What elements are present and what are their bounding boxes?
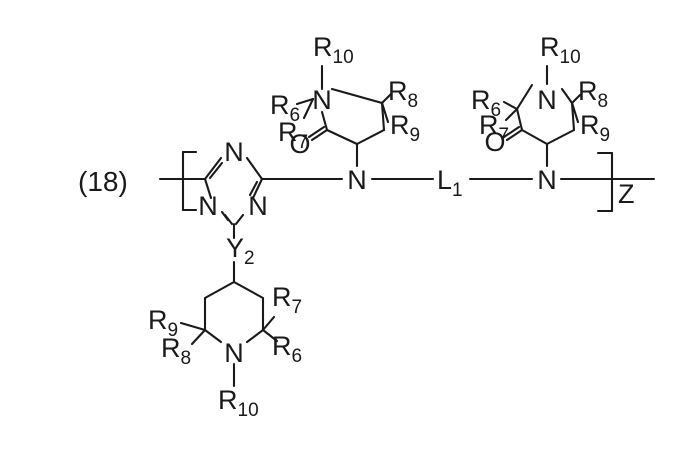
substituent-labels: R10 R6 R7 R8 R9 R10 R6 R7 R8 R9 L1 Z Y2 … — [148, 32, 635, 421]
label-r6-lower: R6 — [272, 331, 302, 367]
label-r10-upper-right: R10 — [540, 32, 581, 68]
triazine-nitrogen-right: N — [248, 191, 268, 221]
label-r9-upper-right: R9 — [580, 110, 610, 146]
label-y2: Y2 — [226, 233, 255, 269]
label-r10-lower: R10 — [218, 385, 259, 421]
ring-nitrogen-upper-left: N — [312, 85, 332, 115]
label-r8-lower: R8 — [161, 333, 191, 369]
label-l1: L1 — [437, 165, 463, 201]
chain-nitrogen-left: N — [347, 165, 367, 195]
repeat-subscript-z: Z — [618, 179, 635, 209]
label-r7-lower: R7 — [272, 282, 302, 318]
label-r8-upper-right: R8 — [578, 76, 608, 112]
equation-number: (18) — [78, 166, 128, 197]
chain-nitrogen-right: N — [537, 165, 557, 195]
ring-nitrogen-lower: N — [224, 338, 244, 368]
triazine-nitrogen-top: N — [224, 137, 244, 167]
label-r8-upper-left: R8 — [388, 76, 418, 112]
label-r9-upper-left: R9 — [390, 110, 420, 146]
ring-nitrogen-upper-right: N — [537, 85, 557, 115]
triazine-nitrogen-left: N — [198, 191, 218, 221]
label-r10-upper-left: R10 — [313, 32, 354, 68]
